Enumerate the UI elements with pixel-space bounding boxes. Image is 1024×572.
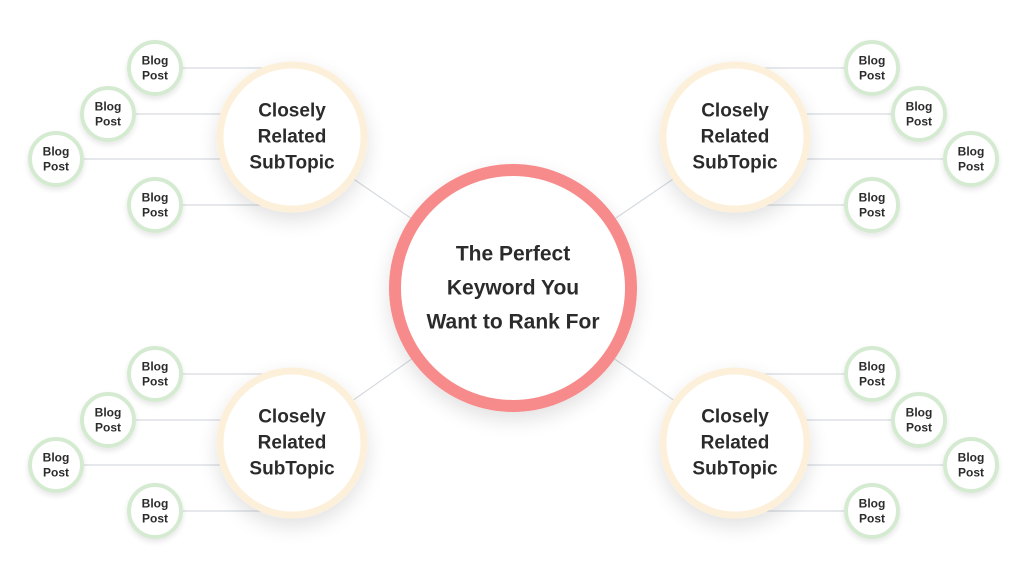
subtopic-top-right-label-line-3: SubTopic <box>692 153 778 174</box>
blog-post-top-right-3-circle <box>943 131 999 187</box>
blog-post-top-right-2-circle <box>891 86 947 142</box>
blog-post-top-left-3-circle <box>28 131 84 187</box>
blog-post-top-right-1-circle <box>844 40 900 96</box>
blog-post-top-left-4-label-line-2: Post <box>142 206 168 220</box>
blog-post-bottom-left-4-circle <box>127 483 183 539</box>
subtopic-bottom-left-circle <box>216 367 368 519</box>
blog-post-top-left-1-circle <box>127 40 183 96</box>
connector-center-to-bottom-left <box>347 356 416 405</box>
subtopic-bottom-right-circle <box>659 367 811 519</box>
subtopic-top-left-label-line-1: Closely <box>258 101 326 122</box>
blog-post-bottom-right-1-label-line-1: Blog <box>859 360 886 374</box>
blog-post-bottom-left-2-circle <box>80 392 136 448</box>
blog-post-top-right-2-label-line-2: Post <box>906 115 932 129</box>
subtopic-bottom-left-label-line-3: SubTopic <box>249 459 335 480</box>
blog-post-top-left-4-label-line-1: Blog <box>142 191 169 205</box>
blog-post-top-left-4-circle <box>127 177 183 233</box>
main-keyword-label-line-1: The Perfect <box>456 243 570 266</box>
subtopic-bottom-right-label-line-3: SubTopic <box>692 459 778 480</box>
blog-post-top-right-4-label-line-1: Blog <box>859 191 886 205</box>
blog-post-top-right-3-label-line-1: Blog <box>958 145 985 159</box>
connector-center-to-top-right <box>611 174 680 222</box>
diagram-nodes: BlogPostBlogPostBlogPostBlogPostBlogPost… <box>28 40 999 539</box>
subtopic-bottom-right-label-line-2: Related <box>701 433 770 454</box>
blog-post-top-left-2-label-line-1: Blog <box>95 100 122 114</box>
blog-post-bottom-left-3-label-line-2: Post <box>43 466 69 480</box>
subtopic-top-right-circle <box>659 61 811 213</box>
blog-post-top-right-4-circle <box>844 177 900 233</box>
blog-post-top-left-2-label-line-2: Post <box>95 115 121 129</box>
subtopic-top-left-circle <box>216 61 368 213</box>
blog-post-bottom-right-3-label-line-2: Post <box>958 466 984 480</box>
blog-post-bottom-right-4-label-line-2: Post <box>859 512 885 526</box>
blog-post-top-left-3-label-line-1: Blog <box>43 145 70 159</box>
blog-post-bottom-left-3-label-line-1: Blog <box>43 451 70 465</box>
blog-post-bottom-right-3-circle <box>943 437 999 493</box>
blog-post-bottom-right-1-circle <box>844 346 900 402</box>
blog-post-top-right-2-label-line-1: Blog <box>906 100 933 114</box>
blog-post-bottom-left-1-label-line-1: Blog <box>142 360 169 374</box>
blog-post-bottom-left-1-label-line-2: Post <box>142 375 168 389</box>
connector-lines <box>80 67 947 512</box>
blog-post-top-left-1-label-line-2: Post <box>142 69 168 83</box>
subtopic-top-left-label-line-2: Related <box>258 127 327 148</box>
blog-post-top-left-3-label-line-2: Post <box>43 160 69 174</box>
connector-center-to-top-left <box>347 174 415 221</box>
blog-post-bottom-right-4-circle <box>844 483 900 539</box>
subtopic-bottom-left-label-line-1: Closely <box>258 407 326 428</box>
blog-post-top-left-1-label-line-1: Blog <box>142 54 169 68</box>
blog-post-top-right-1-label-line-2: Post <box>859 69 885 83</box>
blog-post-bottom-right-2-circle <box>891 392 947 448</box>
blog-post-bottom-right-3-label-line-1: Blog <box>958 451 985 465</box>
blog-post-bottom-left-4-label-line-1: Blog <box>142 497 169 511</box>
blog-post-bottom-left-3-circle <box>28 437 84 493</box>
blog-post-top-left-2-circle <box>80 86 136 142</box>
blog-post-top-right-4-label-line-2: Post <box>859 206 885 220</box>
blog-post-bottom-right-4-label-line-1: Blog <box>859 497 886 511</box>
main-keyword-circle <box>389 164 637 412</box>
blog-post-bottom-right-1-label-line-2: Post <box>859 375 885 389</box>
blog-post-bottom-left-1-circle <box>127 346 183 402</box>
subtopic-top-right-label-line-1: Closely <box>701 101 769 122</box>
subtopic-top-right-label-line-2: Related <box>701 127 770 148</box>
blog-post-bottom-left-2-label-line-1: Blog <box>95 406 122 420</box>
main-keyword-label-line-3: Want to Rank For <box>426 311 599 334</box>
blog-post-bottom-right-2-label-line-1: Blog <box>906 406 933 420</box>
blog-post-bottom-left-4-label-line-2: Post <box>142 512 168 526</box>
blog-post-top-right-3-label-line-2: Post <box>958 160 984 174</box>
subtopic-bottom-left-label-line-2: Related <box>258 433 327 454</box>
blog-post-bottom-left-2-label-line-2: Post <box>95 421 121 435</box>
subtopic-bottom-right-label-line-1: Closely <box>701 407 769 428</box>
subtopic-top-left-label-line-3: SubTopic <box>249 153 335 174</box>
connector-center-to-bottom-right <box>611 356 680 405</box>
main-keyword-label-line-2: Keyword You <box>447 277 579 300</box>
blog-post-top-right-1-label-line-1: Blog <box>859 54 886 68</box>
blog-post-bottom-right-2-label-line-2: Post <box>906 421 932 435</box>
